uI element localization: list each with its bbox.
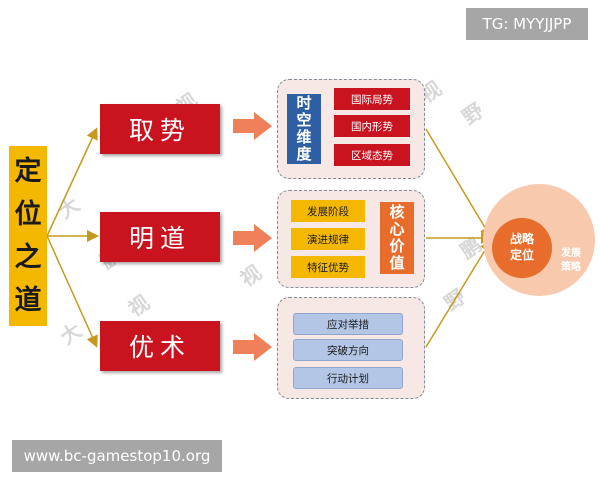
root-node-dingwei-zhidao: 定 位 之 道 <box>9 146 47 326</box>
item-guoji-jushi: 国际局势 <box>334 88 410 110</box>
watermark-tg: TG: MYYJJPP <box>466 8 588 40</box>
connector-youshu-to-goal <box>425 239 492 348</box>
goal-inner-circle: 战略 定位 <box>492 218 552 278</box>
root-char: 之 <box>14 242 42 273</box>
node-youshu: 优术 <box>100 321 220 371</box>
item-yingdui-jucuo: 应对举措 <box>293 313 403 335</box>
item-guonei-xingshi: 国内形势 <box>334 115 410 137</box>
connector-root-to-qushi <box>46 127 98 237</box>
item-fazhan-jieduan: 发展阶段 <box>291 200 365 222</box>
label-hexin-jiazhi: 核 心 价 值 <box>380 202 414 274</box>
root-char: 道 <box>14 285 42 316</box>
item-xingdong-jihua: 行动计划 <box>293 367 403 389</box>
item-tezheng-youshi: 特征优势 <box>291 256 365 278</box>
watermark-site-url: www.bc-gamestop10.org <box>12 440 222 472</box>
connector-root-to-youshu <box>46 235 98 348</box>
goal-center-line: 战略 <box>509 232 534 247</box>
connector-qushi-to-goal <box>425 128 492 239</box>
item-quyu-taishi: 区域态势 <box>334 144 410 166</box>
node-qushi: 取势 <box>100 104 220 154</box>
root-char: 位 <box>14 199 42 230</box>
node-mingdao: 明道 <box>100 212 220 262</box>
item-yanjin-guilv: 演进规律 <box>291 228 365 250</box>
block-arrow-mingdao <box>233 224 272 252</box>
root-char: 定 <box>14 156 42 187</box>
block-arrow-youshu <box>233 333 272 361</box>
item-tupo-fangxiang: 突破方向 <box>293 339 403 361</box>
goal-center-line: 定位 <box>509 248 534 262</box>
block-arrow-qushi <box>233 112 272 140</box>
goal-side-text: 发展 策略 <box>561 248 581 273</box>
label-shikong-weidu: 时 空 维 度 <box>287 94 321 164</box>
